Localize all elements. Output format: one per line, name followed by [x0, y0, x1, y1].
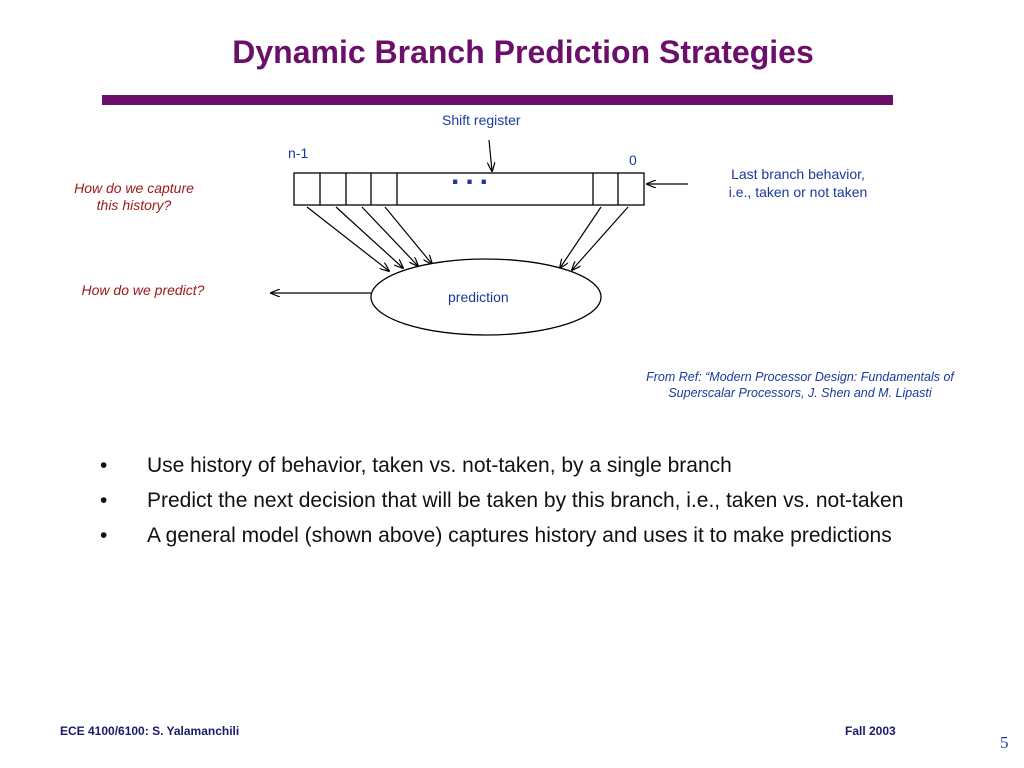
bullet-dot: •	[100, 489, 108, 512]
shift-register-box	[293, 172, 645, 206]
reference-line1: From Ref: “Modern Processor Design: Fund…	[646, 370, 954, 384]
prediction-label: prediction	[448, 289, 509, 305]
bullet-item: • Predict the next decision that will be…	[100, 487, 906, 514]
ellipsis-marker: ...	[451, 158, 495, 191]
slide-title: Dynamic Branch Prediction Strategies	[232, 34, 814, 70]
footer-term: Fall 2003	[845, 724, 896, 738]
bullet-text: A general model (shown above) captures h…	[147, 524, 892, 547]
bullet-item: • A general model (shown above) captures…	[100, 522, 906, 549]
low-index-label: 0	[629, 152, 637, 168]
last-branch-note: Last branch behavior, i.e., taken or not…	[700, 165, 896, 201]
bullet-dot: •	[100, 524, 108, 547]
capture-question: How do we capture this history?	[52, 180, 216, 214]
reference-line2: Superscalar Processors, J. Shen and M. L…	[668, 386, 932, 400]
bullet-text: Predict the next decision that will be t…	[147, 489, 904, 512]
reference-citation: From Ref: “Modern Processor Design: Fund…	[612, 369, 988, 401]
bullet-dot: •	[100, 454, 108, 477]
high-index-label: n-1	[288, 145, 309, 161]
footer-course: ECE 4100/6100: S. Yalamanchili	[60, 724, 240, 738]
bullet-text: Use history of behavior, taken vs. not-t…	[147, 454, 732, 477]
capture-question-line2: this history?	[96, 197, 172, 213]
bullet-list: • Use history of behavior, taken vs. not…	[100, 452, 906, 557]
page-number: 5	[1000, 733, 1009, 752]
predict-question: How do we predict?	[81, 282, 205, 298]
register-cells	[319, 173, 619, 205]
last-branch-line1: Last branch behavior,	[731, 166, 865, 182]
capture-question-line1: How do we capture	[74, 180, 194, 196]
shift-register-pointer-arrow	[489, 139, 492, 171]
history-arrows	[306, 206, 629, 271]
bullet-item: • Use history of behavior, taken vs. not…	[100, 452, 906, 479]
title-rule	[102, 95, 893, 105]
prediction-node	[370, 258, 602, 336]
last-branch-line2: i.e., taken or not taken	[728, 184, 868, 200]
shift-register-label: Shift register	[442, 112, 521, 128]
